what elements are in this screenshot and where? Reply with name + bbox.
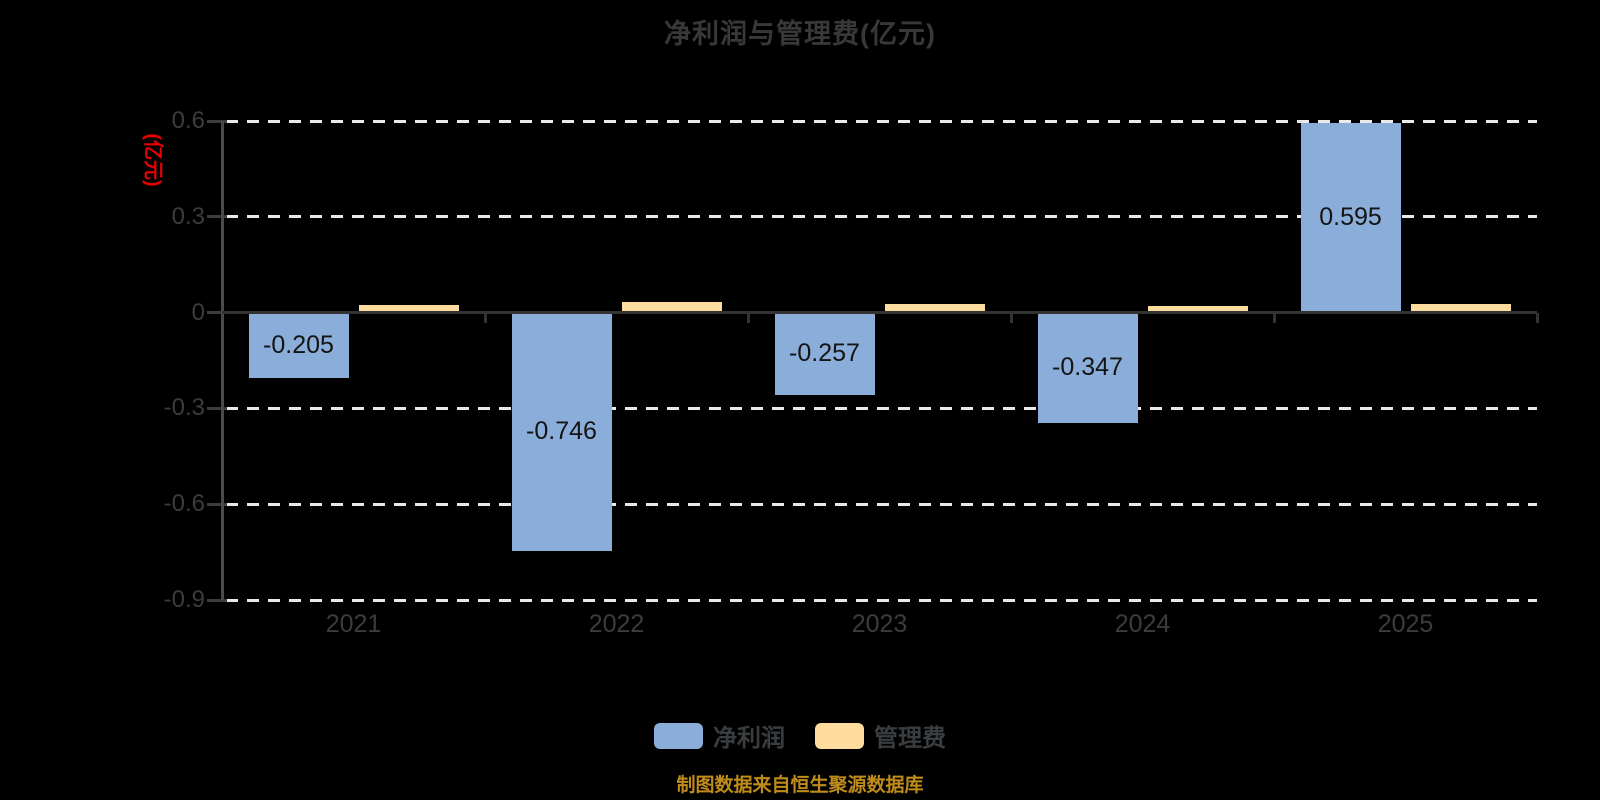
x-tick-label: 2025 [1377, 610, 1434, 638]
bar-value-label: -0.347 [1052, 353, 1123, 382]
bar-value-label: -0.257 [789, 339, 860, 368]
gridline [226, 406, 1537, 410]
gridline [226, 215, 1537, 219]
y-tick-mark [207, 406, 227, 410]
x-tick-label: 2024 [1114, 610, 1171, 638]
zero-axis-line [222, 311, 1537, 315]
gridline [226, 502, 1537, 506]
net-profit-bar [1300, 122, 1401, 313]
y-tick-mark [207, 502, 227, 506]
chart-title: 净利润与管理费(亿元) [664, 19, 936, 49]
y-tick-label: -0.6 [163, 490, 205, 518]
bar-value-label: 0.595 [1319, 203, 1382, 232]
gridline [226, 119, 1537, 123]
management-fee-bar [1410, 303, 1511, 313]
net-profit-legend-swatch [654, 722, 703, 749]
management-fee-bar [1147, 305, 1248, 313]
y-tick-label: 0.3 [171, 202, 205, 230]
legend-label-net-profit: 净利润 [713, 725, 785, 752]
legend: 净利润 管理费 [0, 718, 1600, 753]
legend-label-management-fee: 管理费 [874, 725, 946, 752]
legend-item-net-profit[interactable]: 净利润 [654, 718, 785, 753]
management-fee-bar [621, 301, 722, 313]
x-boundary-tick [746, 312, 750, 323]
y-tick-label: 0 [191, 298, 205, 326]
x-boundary-tick [1535, 312, 1539, 323]
y-tick-mark [207, 598, 227, 602]
y-axis-spine [220, 121, 224, 600]
data-source-note: 制图数据来自恒生聚源数据库 [676, 775, 924, 796]
net-profit-bar [511, 312, 612, 551]
x-boundary-tick [483, 312, 487, 323]
x-tick-label: 2022 [588, 610, 645, 638]
bar-value-label: -0.205 [263, 330, 334, 359]
x-tick-label: 2021 [325, 610, 382, 638]
x-boundary-tick [1009, 312, 1013, 323]
bar-value-label: -0.746 [526, 417, 597, 446]
management-fee-bar [884, 303, 985, 313]
net-profit-bar [1037, 312, 1138, 424]
management-fee-bar [358, 304, 459, 313]
legend-item-management-fee[interactable]: 管理费 [815, 718, 946, 753]
y-tick-mark [207, 311, 227, 315]
management-fee-legend-swatch [815, 722, 864, 749]
y-tick-mark [207, 215, 227, 219]
net-profit-bar [248, 312, 349, 379]
y-tick-label: -0.3 [163, 394, 205, 422]
net-profit-bar [774, 312, 875, 395]
x-tick-label: 2023 [851, 610, 908, 638]
y-tick-label: 0.6 [171, 107, 205, 134]
gridline [226, 598, 1537, 602]
x-boundary-tick [1272, 312, 1276, 323]
y-tick-label: -0.9 [163, 586, 205, 613]
y-tick-mark [207, 119, 227, 123]
